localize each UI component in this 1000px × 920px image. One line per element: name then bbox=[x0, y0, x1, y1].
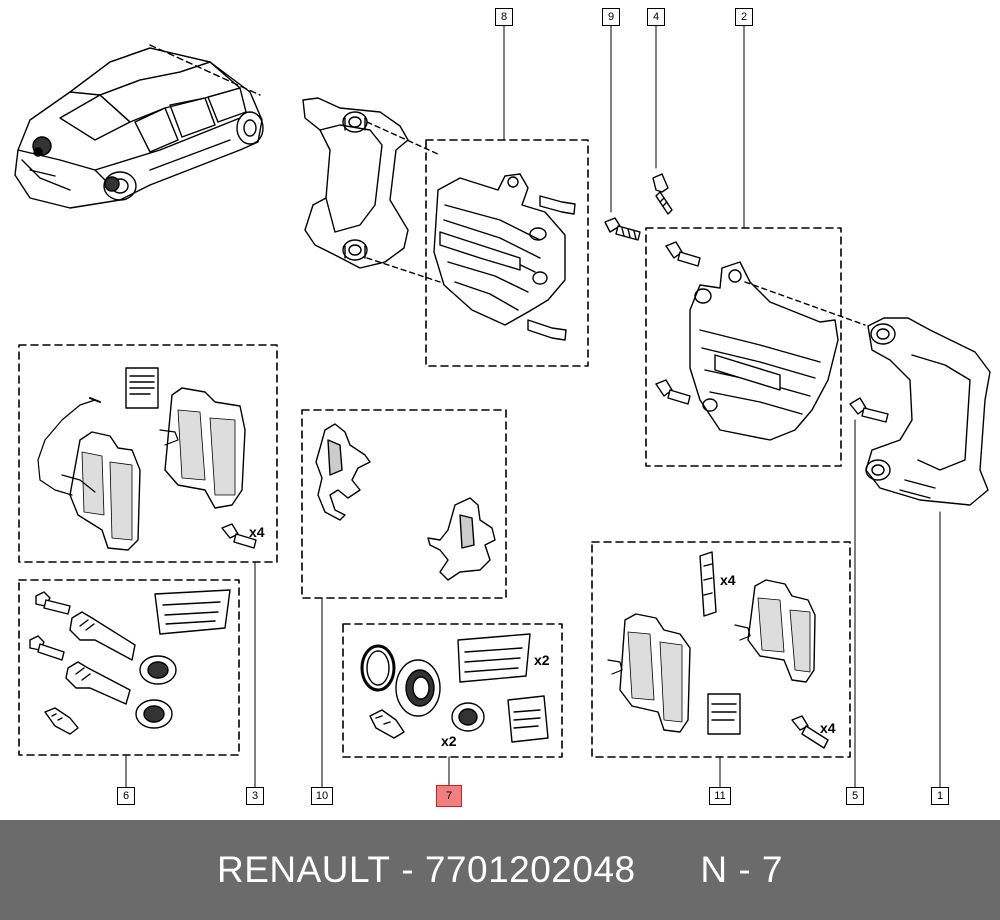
multiplier-kit3-bolts: x4 bbox=[249, 524, 265, 540]
caliper-kit-2 bbox=[655, 241, 866, 441]
caliper-bracket-left bbox=[302, 97, 441, 283]
spacer bbox=[636, 849, 701, 891]
spring-clip-kit-10 bbox=[315, 423, 496, 581]
seal-kit-7 bbox=[360, 633, 549, 743]
separator bbox=[390, 849, 401, 891]
separator-dash: - bbox=[401, 849, 415, 890]
bolt-9 bbox=[604, 217, 641, 241]
kit-boxes bbox=[18, 139, 851, 758]
brand-name: RENAULT bbox=[217, 849, 391, 890]
sheet-number: N - 7 bbox=[700, 849, 783, 890]
caliper-kit-8 bbox=[433, 173, 576, 341]
exploded-brake-diagram bbox=[14, 24, 991, 788]
caliper-bracket-right bbox=[849, 317, 991, 506]
part-number-footer: RENAULT - 7701202048 N - 7 bbox=[0, 820, 1000, 920]
callout-7[interactable]: 7 bbox=[436, 785, 462, 807]
part-number: 7701202048 bbox=[424, 849, 636, 890]
callout-8[interactable]: 8 bbox=[495, 8, 513, 26]
separator-space bbox=[414, 849, 425, 891]
callout-2[interactable]: 2 bbox=[735, 8, 753, 26]
callout-9[interactable]: 9 bbox=[602, 8, 620, 26]
car-illustration bbox=[14, 44, 264, 209]
callout-1[interactable]: 1 bbox=[931, 787, 949, 805]
multiplier-kit11-bolts: x4 bbox=[820, 720, 836, 736]
guide-pin-kit-6 bbox=[29, 589, 231, 735]
callout-4[interactable]: 4 bbox=[647, 8, 665, 26]
brake-pad-kit-11 bbox=[607, 551, 829, 749]
multiplier-kit11-clips: x4 bbox=[720, 572, 736, 588]
bleed-screw-4 bbox=[652, 173, 673, 215]
multiplier-kit7-grease: x2 bbox=[534, 652, 550, 668]
leader-lines bbox=[125, 24, 941, 788]
multiplier-kit7-boots: x2 bbox=[441, 733, 457, 749]
callout-10[interactable]: 10 bbox=[311, 787, 333, 805]
brake-pad-kit-3 bbox=[37, 367, 257, 551]
callout-6[interactable]: 6 bbox=[117, 787, 135, 805]
callout-3[interactable]: 3 bbox=[246, 787, 264, 805]
callout-11[interactable]: 11 bbox=[709, 787, 731, 805]
callout-5[interactable]: 5 bbox=[846, 787, 864, 805]
